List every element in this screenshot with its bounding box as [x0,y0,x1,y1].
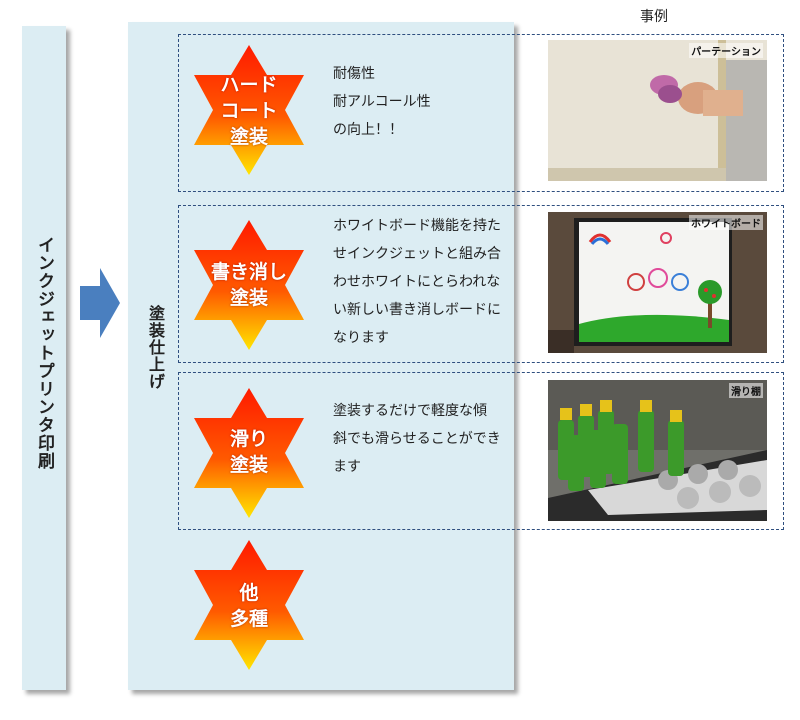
star-label-others: 他 多種 [229,582,268,630]
partition-image [548,40,767,181]
photo-whiteboard: ホワイトボード [548,212,767,353]
left-column-panel [22,26,66,690]
star-label-whiteboard: 書き消し 塗装 [210,261,287,309]
middle-column-panel [128,22,514,690]
examples-header: 事例 [640,9,668,25]
star-label-hardcoat: ハード コート 塗装 [220,74,278,148]
feature-description-whiteboard: ホワイトボード機能を持た せインクジェットと組み合 わせホワイトにとらわれな い… [333,218,501,346]
photo-partition: パーテーション [548,40,767,181]
left-column-label: インクジェットプリンタ印刷 [34,236,54,470]
feature-description-slip: 塗装するだけで軽度な傾 斜でも滑らせることができ ます [333,403,501,475]
star-badge-others [194,540,304,670]
photo-caption-whiteboard: ホワイトボード [689,215,763,230]
feature-box-whiteboard [178,205,784,363]
star-label-slip: 滑り 塗装 [229,428,268,476]
right-arrow-icon [80,268,120,338]
photo-slip-shelf: 滑り棚 [548,380,767,521]
feature-box-hardcoat [178,34,784,192]
star-badge-whiteboard [194,220,304,350]
feature-box-slip [178,372,784,530]
slip-shelf-image [548,380,767,521]
middle-column-label: 塗装仕上げ [146,305,165,390]
photo-caption-partition: パーテーション [689,43,763,58]
star-badge-slip [194,388,304,518]
photo-caption-slip-shelf: 滑り棚 [729,383,763,398]
feature-description-hardcoat: 耐傷性 耐アルコール性 の向上！！ [333,66,431,138]
whiteboard-image [548,212,767,353]
star-badge-hardcoat [194,45,304,175]
